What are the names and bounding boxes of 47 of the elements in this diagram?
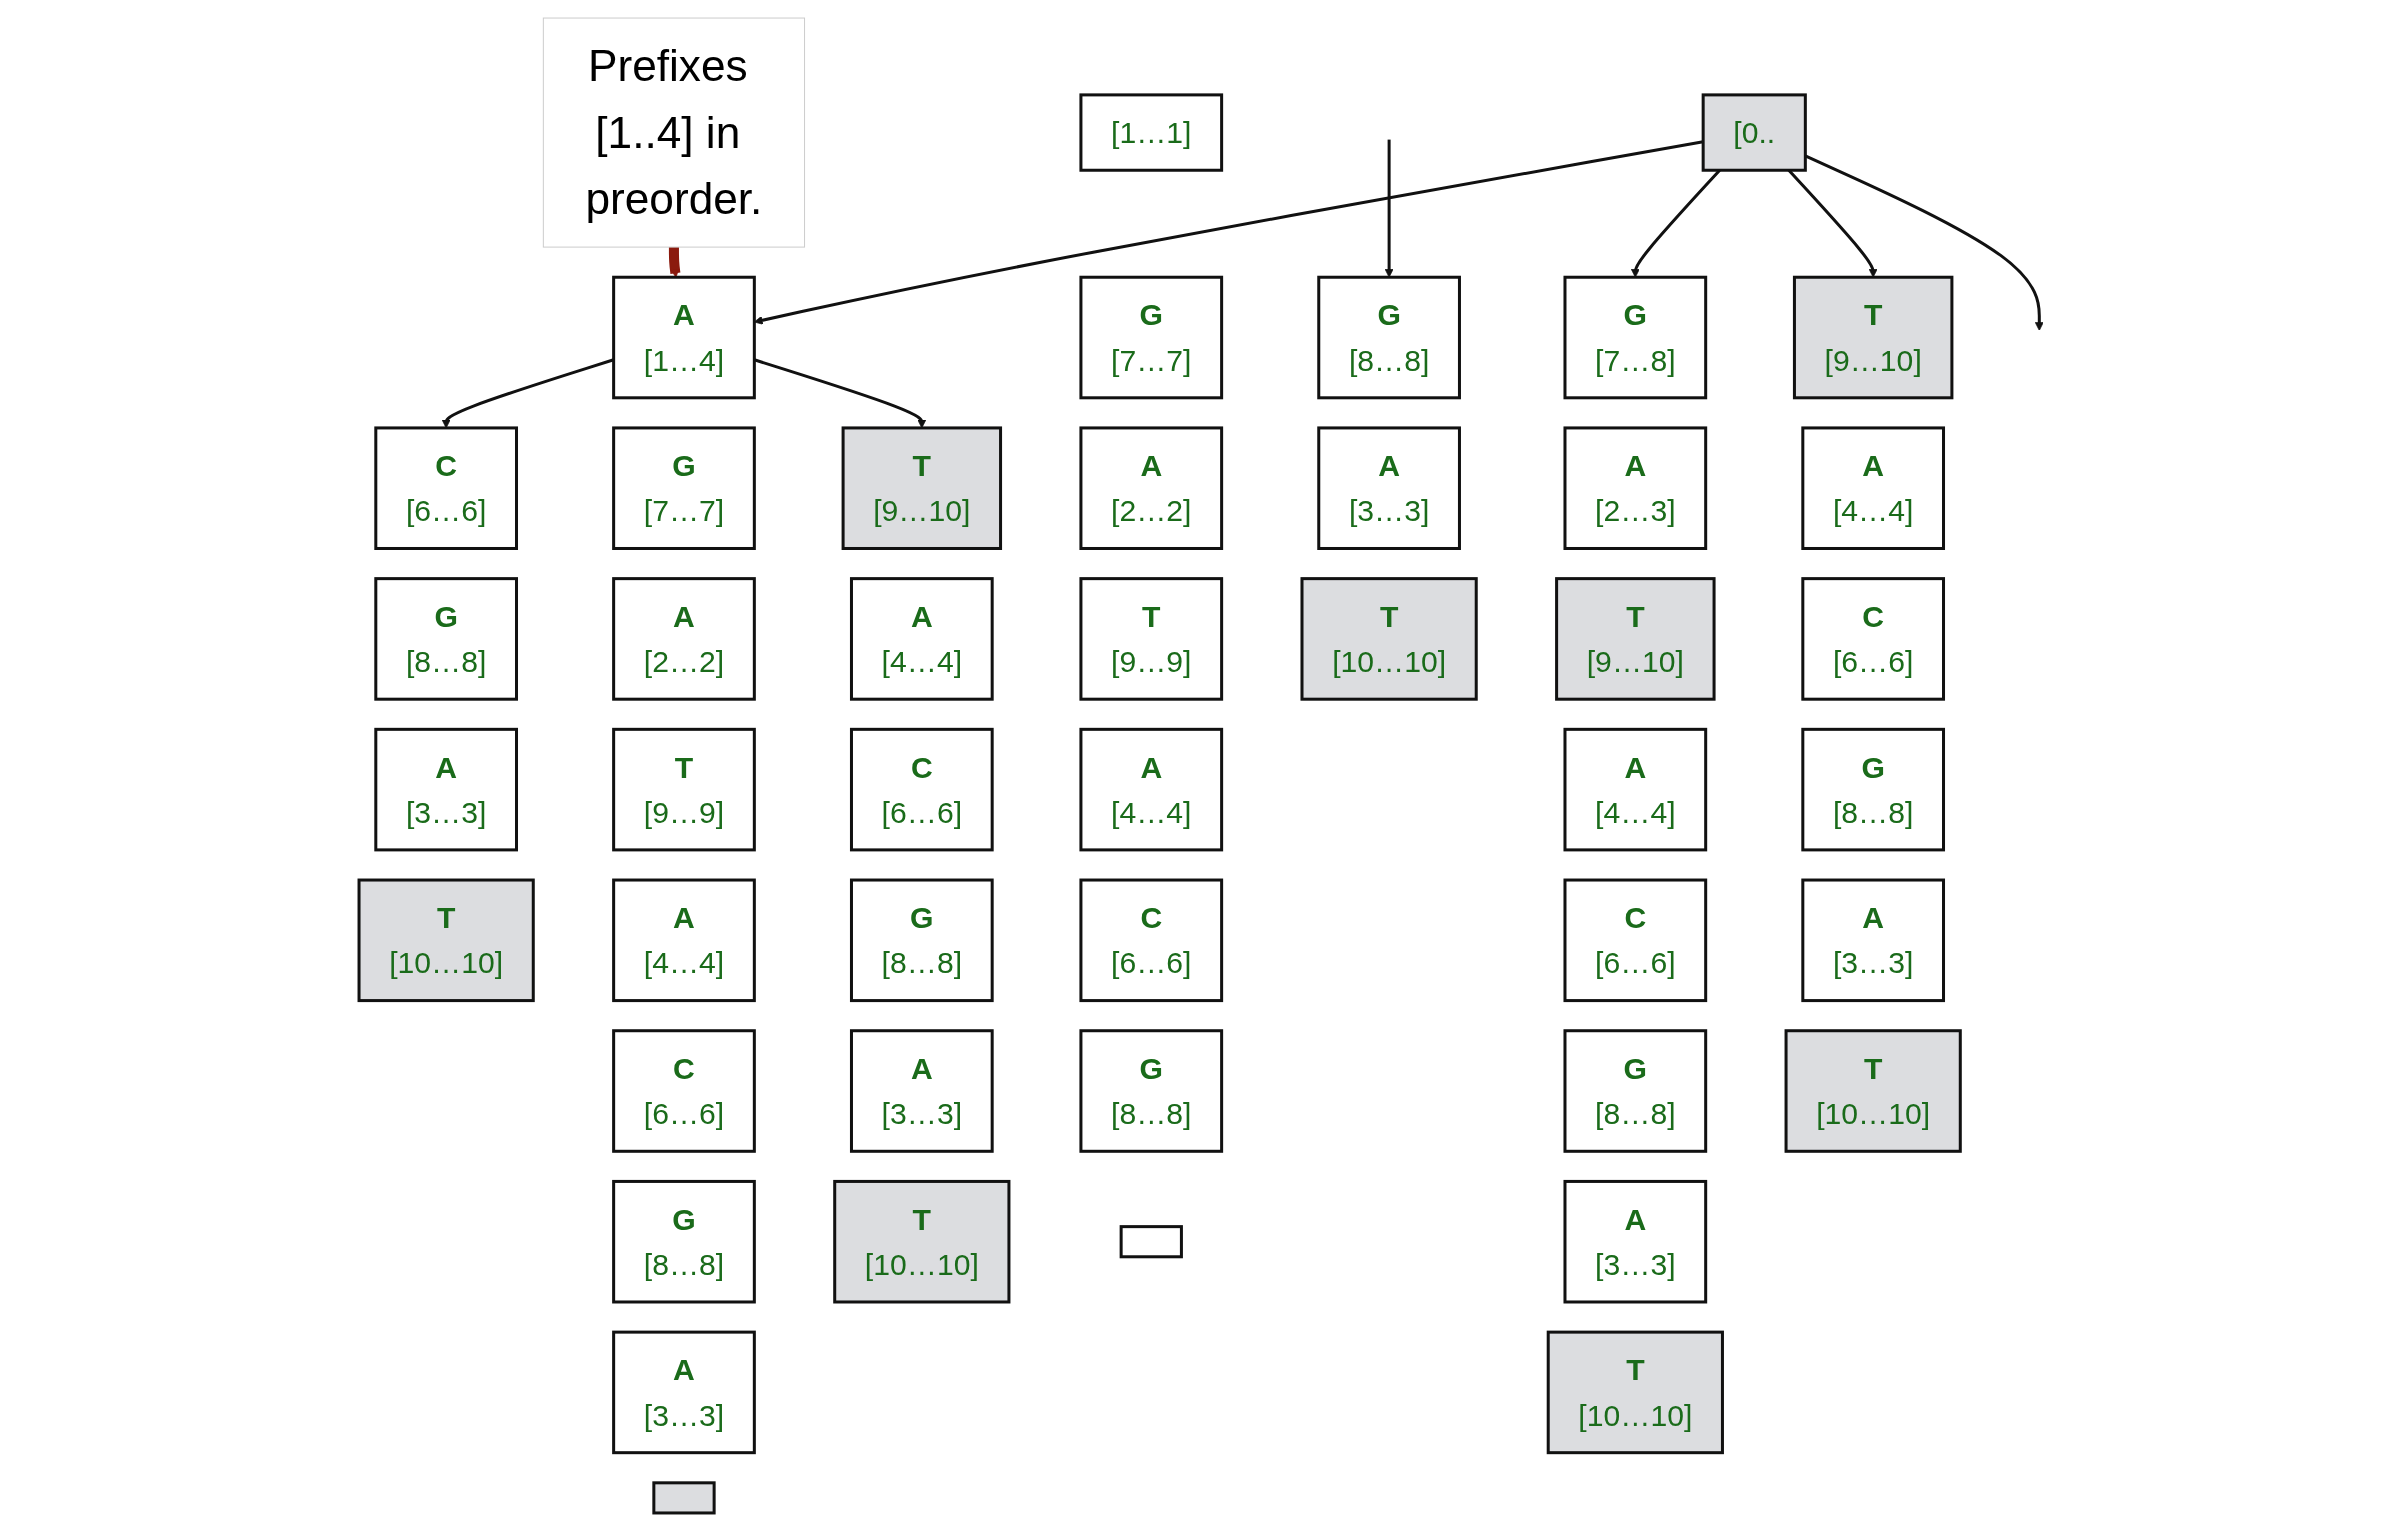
node-box: T [10…10] xyxy=(833,1179,1011,1304)
node-box: G [8…8] xyxy=(1317,275,1461,400)
node-box: A [4…4] xyxy=(849,577,994,701)
node-box: T [10…10] xyxy=(1300,577,1478,701)
node-box xyxy=(652,1481,716,1515)
node-box: C [6…6] xyxy=(611,1029,756,1153)
node-box: A [3…3] xyxy=(849,1029,994,1153)
node-box: T [9…10] xyxy=(841,426,1002,550)
node-box: G [8…8] xyxy=(374,577,518,701)
node-box: T [10…10] xyxy=(1784,1029,1962,1153)
node-box: Prefixes [1..4] in preorder. xyxy=(542,17,805,248)
node-box: T [9…10] xyxy=(1554,577,1716,701)
node-box: [1…1] xyxy=(1079,93,1223,172)
node-box: G [8…8] xyxy=(1801,727,1945,852)
node-box: C [6…6] xyxy=(1801,577,1945,701)
node-box: G [8…8] xyxy=(849,878,994,1003)
node-box: A [3…3] xyxy=(374,727,518,852)
node-box: A [2…2] xyxy=(611,577,756,701)
node-box: A [1…4] xyxy=(611,275,756,400)
node-box: G [7…8] xyxy=(1563,275,1707,400)
node-box: A [2…2] xyxy=(1079,426,1223,550)
node-box: G [8…8] xyxy=(611,1179,756,1304)
node-box: A [3…3] xyxy=(611,1330,756,1455)
node-box: A [3…3] xyxy=(1317,426,1461,550)
node-box: G [8…8] xyxy=(1079,1029,1223,1153)
node-box: C [6…6] xyxy=(374,426,518,550)
node-box: A [4…4] xyxy=(1563,727,1707,852)
node-box: A [3…3] xyxy=(1563,1179,1707,1304)
node-box: T [9…9] xyxy=(611,727,756,852)
node-box: T [9…9] xyxy=(1079,577,1223,701)
node-box: G [7…7] xyxy=(611,426,756,550)
node-box: T [10…10] xyxy=(357,878,535,1003)
node-box: C [6…6] xyxy=(1079,878,1223,1003)
arrow xyxy=(1384,139,1394,278)
node-box: A [3…3] xyxy=(1801,878,1945,1003)
node-box: A [4…4] xyxy=(1801,426,1945,550)
node-box: G [8…8] xyxy=(1563,1029,1707,1153)
node-box: A [4…4] xyxy=(1079,727,1223,852)
node-box: T [10…10] xyxy=(1546,1330,1724,1455)
node-box: A [2…3] xyxy=(1563,426,1707,550)
node-box: [0.. xyxy=(1701,93,1807,172)
node-box: G [7…7] xyxy=(1079,275,1223,400)
node-box: T [9…10] xyxy=(1792,275,1954,400)
node-box: A [4…4] xyxy=(611,878,756,1003)
node-box: C [6…6] xyxy=(849,727,994,852)
node-box: C [6…6] xyxy=(1563,878,1707,1003)
node-box xyxy=(1119,1225,1183,1259)
